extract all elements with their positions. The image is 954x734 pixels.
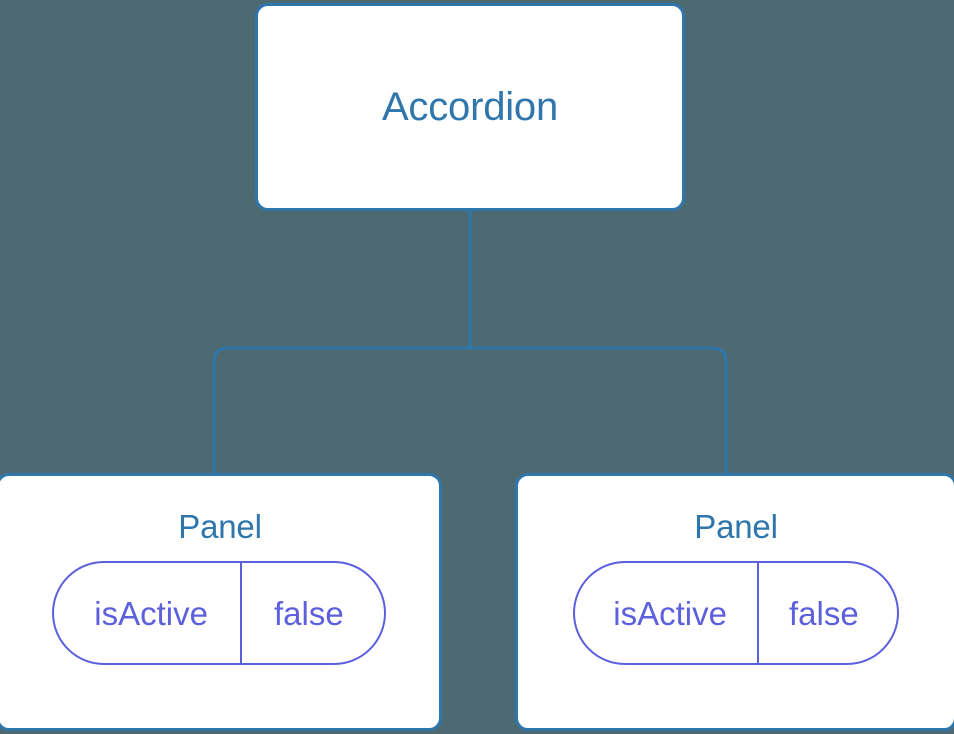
prop-key-cell: isActive: [54, 563, 242, 663]
node-accordion[interactable]: Accordion: [255, 3, 685, 211]
prop-value-label: false: [788, 594, 859, 632]
prop-value-label: false: [273, 594, 344, 632]
prop-pill-panel-1-isactive[interactable]: isActive false: [52, 561, 386, 665]
prop-key-cell: isActive: [575, 563, 759, 663]
node-panel-1-label: Panel: [178, 508, 262, 545]
prop-value-cell: false: [242, 563, 384, 663]
edge-to-panel-1: [212, 346, 470, 474]
node-panel-1[interactable]: Panel isActive false: [0, 473, 442, 731]
node-panel-2-label: Panel: [694, 508, 778, 545]
edge-to-panel-2: [470, 346, 728, 474]
node-accordion-label: Accordion: [381, 85, 559, 129]
node-panel-2[interactable]: Panel isActive false: [515, 473, 954, 731]
prop-value-cell: false: [759, 563, 897, 663]
prop-pill-panel-2-isactive[interactable]: isActive false: [573, 561, 899, 665]
prop-key-label: isActive: [613, 594, 727, 632]
prop-key-label: isActive: [94, 594, 208, 632]
